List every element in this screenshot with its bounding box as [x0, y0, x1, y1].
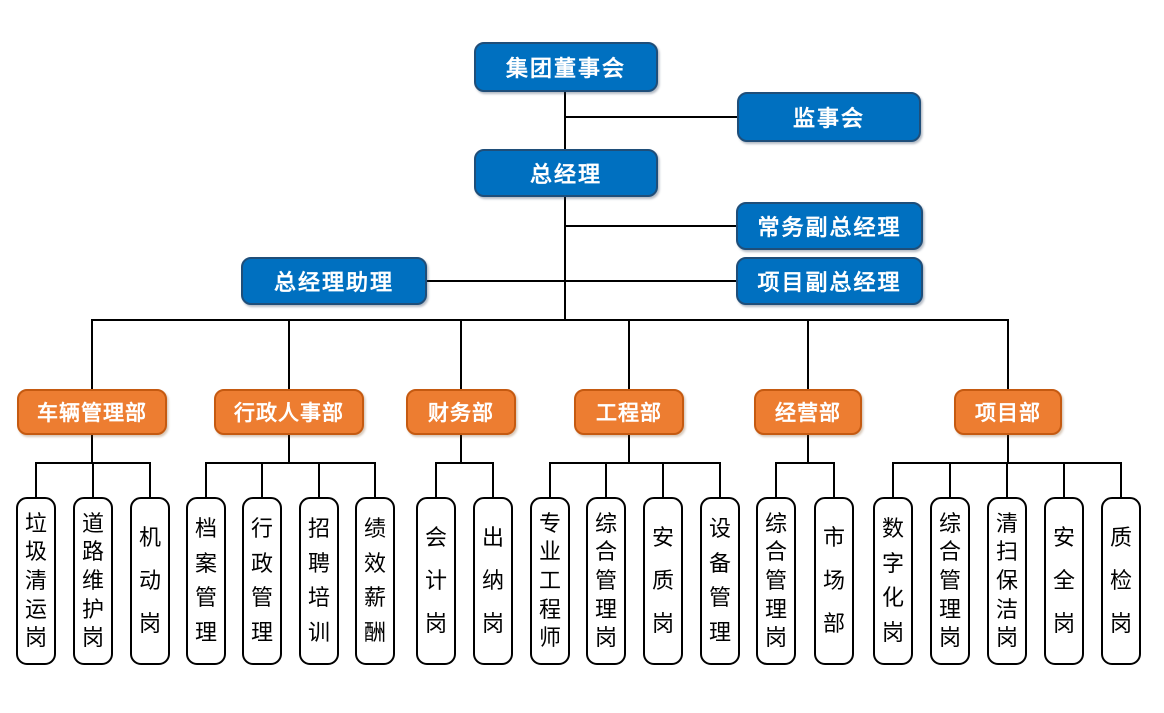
connector-line — [892, 462, 894, 497]
connector-line — [91, 435, 93, 464]
connector-line — [775, 462, 777, 497]
connector-line — [35, 462, 37, 497]
connector-line — [374, 462, 376, 497]
position-node: 档案管理 — [186, 497, 226, 665]
position-node: 机动岗 — [130, 497, 170, 665]
connector-line — [833, 462, 835, 497]
connector-line — [91, 319, 1008, 321]
dept-operations: 经营部 — [754, 389, 862, 435]
connector-line — [1120, 462, 1122, 497]
dept-admin-hr: 行政人事部 — [214, 389, 364, 435]
connector-line — [205, 462, 376, 464]
connector-line — [460, 435, 462, 464]
position-node: 行政管理 — [242, 497, 282, 665]
connector-line — [565, 225, 736, 227]
connector-line — [261, 462, 263, 497]
dept-engineering: 工程部 — [574, 389, 684, 435]
connector-line — [628, 319, 630, 389]
position-node: 安全岗 — [1044, 497, 1084, 665]
position-node: 道路维护岗 — [73, 497, 113, 665]
position-node: 绩效薪酬 — [355, 497, 395, 665]
connector-line — [288, 435, 290, 464]
connector-line — [205, 462, 207, 497]
connector-line — [549, 462, 551, 497]
connector-line — [92, 462, 94, 497]
position-node: 质检岗 — [1101, 497, 1141, 665]
dept-finance: 财务部 — [406, 389, 516, 435]
position-node: 专业工程师 — [530, 497, 570, 665]
position-node: 数字化岗 — [873, 497, 913, 665]
connector-line — [1006, 462, 1008, 497]
connector-line — [91, 319, 93, 389]
node-general-manager: 总经理 — [474, 149, 658, 197]
node-gm-assistant: 总经理助理 — [241, 257, 427, 305]
connector-line — [719, 462, 721, 497]
node-project-deputy-gm: 项目副总经理 — [736, 257, 923, 305]
connector-line — [492, 462, 494, 497]
connector-line — [288, 319, 290, 389]
position-node: 会计岗 — [416, 497, 456, 665]
position-node: 综合管理岗 — [586, 497, 626, 665]
node-group-board: 集团董事会 — [474, 42, 658, 92]
node-executive-deputy-gm: 常务副总经理 — [736, 202, 923, 250]
position-node: 出纳岗 — [473, 497, 513, 665]
connector-line — [149, 462, 151, 497]
connector-line — [460, 319, 462, 389]
connector-line — [1007, 319, 1009, 389]
position-node: 招聘培训 — [299, 497, 339, 665]
connector-line — [1007, 435, 1009, 464]
position-node: 清扫保洁岗 — [987, 497, 1027, 665]
connector-line — [564, 197, 566, 320]
connector-line — [949, 462, 951, 497]
position-node: 垃圾清运岗 — [16, 497, 56, 665]
connector-line — [628, 435, 630, 464]
connector-line — [1063, 462, 1065, 497]
connector-line — [435, 462, 494, 464]
connector-line — [565, 116, 737, 118]
position-node: 安质岗 — [643, 497, 683, 665]
node-supervisory-board: 监事会 — [737, 92, 921, 142]
connector-line — [564, 92, 566, 149]
position-node: 综合管理岗 — [756, 497, 796, 665]
connector-line — [435, 462, 437, 497]
connector-line — [549, 462, 721, 464]
dept-project: 项目部 — [954, 389, 1062, 435]
connector-line — [427, 280, 736, 282]
dept-vehicle-management: 车辆管理部 — [17, 389, 167, 435]
connector-line — [318, 462, 320, 497]
connector-line — [605, 462, 607, 497]
connector-line — [775, 462, 835, 464]
connector-line — [807, 319, 809, 389]
connector-line — [662, 462, 664, 497]
connector-line — [807, 435, 809, 464]
position-node: 市场部 — [814, 497, 854, 665]
position-node: 设备管理 — [700, 497, 740, 665]
position-node: 综合管理岗 — [930, 497, 970, 665]
